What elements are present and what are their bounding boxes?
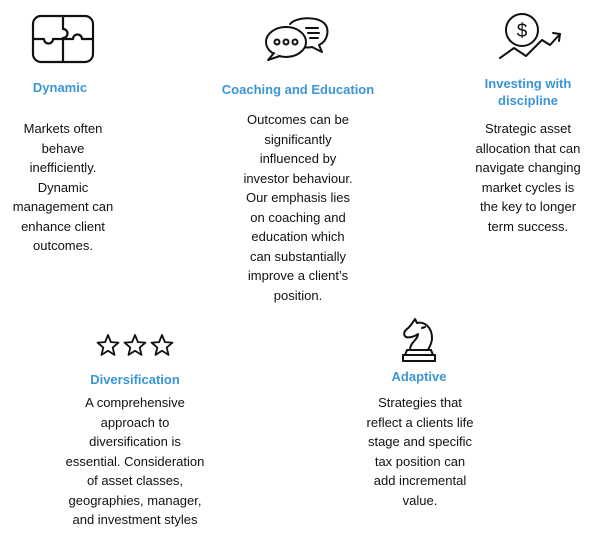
feature-title-diversification: Diversification	[90, 372, 180, 387]
feature-title-adaptive: Adaptive	[391, 369, 447, 384]
feature-title-investing-with-discipline: Investing with discipline	[484, 76, 572, 108]
feature-description-coaching-and-education: Outcomes can be significantly influenced…	[243, 112, 353, 303]
feature-description-adaptive: Strategies that reflect a clients life s…	[366, 395, 474, 508]
chat-bubbles-icon	[262, 16, 330, 62]
feature-description-dynamic: Markets often behave inefficiently. Dyna…	[12, 121, 114, 253]
feature-title-coaching-and-education: Coaching and Education	[221, 82, 375, 97]
svg-text:$: $	[517, 21, 528, 42]
feature-description-diversification: A comprehensive approach to diversificat…	[65, 395, 205, 527]
three-stars-icon	[96, 333, 176, 359]
dollar-growth-icon: $	[496, 12, 564, 64]
feature-title-dynamic: Dynamic	[32, 80, 88, 95]
chess-knight-icon	[398, 316, 440, 364]
feature-description-investing-with-discipline: Strategic asset allocation that can navi…	[475, 121, 581, 234]
puzzle-icon	[31, 14, 95, 64]
